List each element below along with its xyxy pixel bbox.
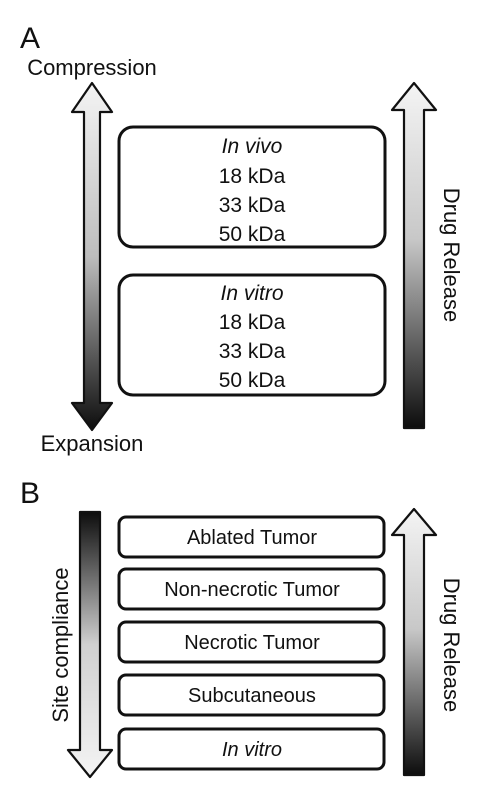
site-box-label: Non-necrotic Tumor — [164, 579, 340, 601]
panel-b-letter: B — [20, 477, 40, 510]
drug-release-arrow-b-icon — [390, 507, 438, 777]
panel-b: B Site compliance Ablated Tumor Non-necr… — [20, 477, 464, 779]
panel-a: A Compression Expansion In vivo 18 kDa 3… — [20, 22, 464, 456]
site-box-label: Subcutaneous — [188, 685, 316, 707]
in-vivo-item: 33 kDa — [219, 194, 286, 217]
compression-label: Compression — [27, 55, 157, 80]
in-vitro-box: In vitro 18 kDa 33 kDa 50 kDa — [117, 273, 387, 397]
in-vitro-item: 50 kDa — [219, 369, 286, 392]
expansion-label: Expansion — [41, 431, 144, 456]
site-compliance-label: Site compliance — [48, 567, 73, 722]
drug-release-label: Drug Release — [439, 188, 464, 323]
site-box-label: Necrotic Tumor — [184, 632, 320, 654]
site-box-label: Ablated Tumor — [187, 527, 317, 549]
site-box-necrotic-tumor: Necrotic Tumor — [117, 620, 386, 664]
drug-release-arrow-icon — [390, 81, 438, 430]
site-box-label: In vitro — [222, 739, 282, 761]
compression-expansion-arrow-icon — [70, 81, 114, 432]
site-box-non-necrotic-tumor: Non-necrotic Tumor — [117, 567, 386, 611]
site-compliance-arrow-icon — [66, 510, 114, 779]
in-vivo-item: 50 kDa — [219, 223, 286, 246]
in-vitro-item: 33 kDa — [219, 340, 286, 363]
in-vivo-box: In vivo 18 kDa 33 kDa 50 kDa — [117, 125, 387, 249]
in-vitro-heading: In vitro — [220, 282, 283, 305]
in-vitro-item: 18 kDa — [219, 311, 286, 334]
drug-release-label-b: Drug Release — [439, 578, 464, 713]
panel-a-letter: A — [20, 22, 40, 55]
site-box-in-vitro: In vitro — [117, 727, 386, 771]
in-vivo-item: 18 kDa — [219, 165, 286, 188]
in-vivo-heading: In vivo — [222, 135, 283, 158]
site-box-ablated-tumor: Ablated Tumor — [117, 515, 386, 559]
site-box-subcutaneous: Subcutaneous — [117, 673, 386, 717]
